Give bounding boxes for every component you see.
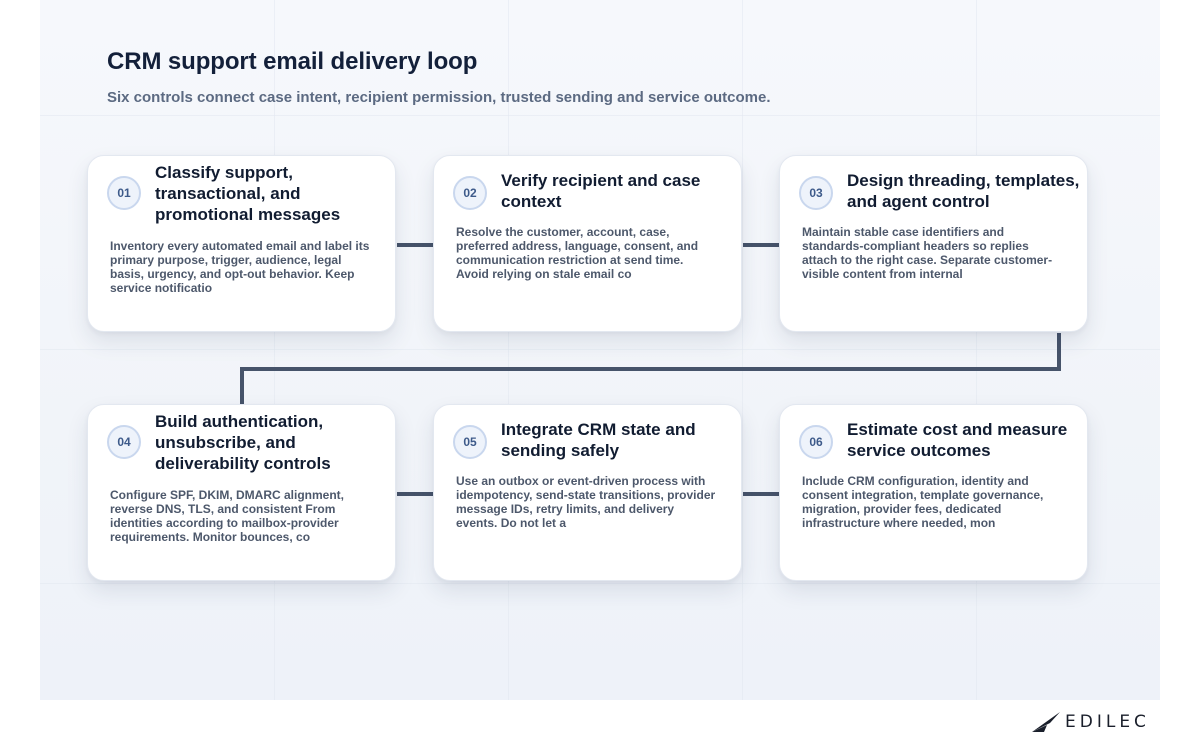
- step-description: Inventory every automated email and labe…: [110, 239, 370, 295]
- connector-04-up: [240, 367, 244, 406]
- step-title: Verify recipient and case context: [501, 171, 701, 211]
- connector-04-05: [397, 492, 434, 496]
- grid-line: [508, 0, 509, 700]
- step-number-badge: 01: [107, 176, 141, 210]
- grid-line: [40, 349, 1160, 350]
- brand-logo: EDILEC: [1031, 710, 1150, 734]
- diagram-canvas: [40, 0, 1160, 700]
- step-description: Configure SPF, DKIM, DMARC alignment, re…: [110, 488, 344, 544]
- edilec-wing-icon: [1032, 712, 1060, 732]
- step-title: Build authentication, unsubscribe, and d…: [155, 412, 331, 473]
- step-number-badge: 02: [453, 176, 487, 210]
- connector-01-02: [397, 243, 434, 247]
- step-description: Maintain stable case identifiers and sta…: [802, 225, 1053, 281]
- page-subtitle: Six controls connect case intent, recipi…: [107, 89, 771, 106]
- brand-name: EDILEC: [1065, 712, 1150, 732]
- connector-02-03: [743, 243, 780, 247]
- grid-line: [742, 0, 743, 700]
- step-number-badge: 04: [107, 425, 141, 459]
- step-description: Include CRM configuration, identity and …: [802, 474, 1044, 530]
- page-title: CRM support email delivery loop: [107, 48, 478, 75]
- step-description: Use an outbox or event-driven process wi…: [456, 474, 716, 530]
- connector-03-down: [1057, 333, 1061, 371]
- step-title: Integrate CRM state and sending safely: [501, 420, 696, 460]
- step-number-badge: 06: [799, 425, 833, 459]
- step-card-06: 06 Estimate cost and measure service out…: [779, 404, 1088, 581]
- grid-line: [274, 0, 275, 700]
- connector-05-06: [743, 492, 780, 496]
- grid-line: [40, 583, 1160, 584]
- step-card-04: 04 Build authentication, unsubscribe, an…: [87, 404, 396, 581]
- step-number-badge: 05: [453, 425, 487, 459]
- step-number-badge: 03: [799, 176, 833, 210]
- step-card-02: 02 Verify recipient and case context Res…: [433, 155, 742, 332]
- connector-row-return: [240, 367, 1061, 371]
- step-description: Resolve the customer, account, case, pre…: [456, 225, 699, 281]
- grid-line: [976, 0, 977, 700]
- step-card-05: 05 Integrate CRM state and sending safel…: [433, 404, 742, 581]
- step-card-03: 03 Design threading, templates, and agen…: [779, 155, 1088, 332]
- grid-line: [40, 115, 1160, 116]
- step-title: Estimate cost and measure service outcom…: [847, 420, 1068, 460]
- step-card-01: 01 Classify support, transactional, and …: [87, 155, 396, 332]
- step-title: Design threading, templates, and agent c…: [847, 171, 1080, 211]
- step-title: Classify support, transactional, and pro…: [155, 163, 341, 224]
